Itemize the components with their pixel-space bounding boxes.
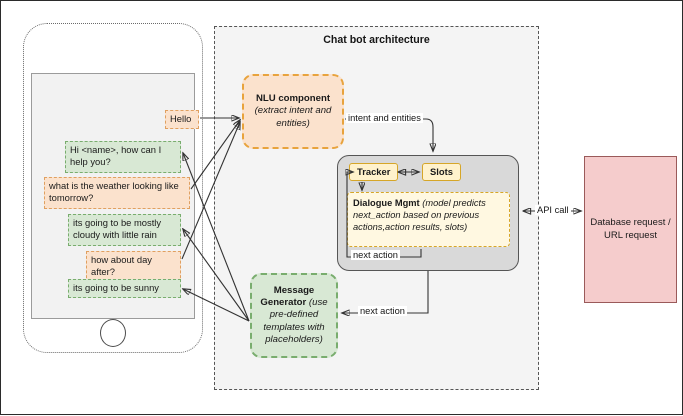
dialogue-management-box[interactable]: Dialogue Mgmt (model predicts next_actio… <box>347 192 510 247</box>
edge-label-api-call: API call <box>535 205 571 215</box>
chat-bubble-user-hello: Hello <box>165 110 199 130</box>
message-generator-title: Message Generator <box>260 284 315 309</box>
phone-home-button[interactable] <box>100 319 126 347</box>
nlu-subtitle: (extract intent and entities) <box>254 105 332 129</box>
message-generator-subtitle: (use pre-defined templates with placehol… <box>263 297 328 345</box>
dialogue-management-title: Dialogue Mgmt <box>353 198 420 208</box>
edge-label-intent-entities: intent and entities <box>346 113 423 123</box>
slots-box[interactable]: Slots <box>422 163 461 181</box>
chat-bubble-bot-weather-answer: its going to be mostly cloudy with littl… <box>68 214 181 246</box>
edge-label-next-action-outer: next action <box>358 306 407 316</box>
database-request-box[interactable]: Database request / URL request <box>584 156 677 303</box>
nlu-component-box[interactable]: NLU component (extract intent and entiti… <box>242 74 344 149</box>
chat-bubble-bot-dayafter-answer: its going to be sunny <box>68 279 181 299</box>
database-label: Database request / URL request <box>590 217 671 241</box>
nlu-title: NLU component <box>255 93 331 105</box>
message-generator-box[interactable]: Message Generator (use pre-defined templ… <box>250 273 338 358</box>
tracker-box[interactable]: Tracker <box>349 163 399 181</box>
diagram-title: Chat bot architecture <box>323 34 430 46</box>
edge-label-next-action-inner: next action <box>351 250 400 260</box>
chat-bubble-bot-greeting: Hi <name>, how can I help you? <box>65 141 181 173</box>
chat-bubble-user-weather-question: what is the weather looking like tomorro… <box>44 177 190 209</box>
